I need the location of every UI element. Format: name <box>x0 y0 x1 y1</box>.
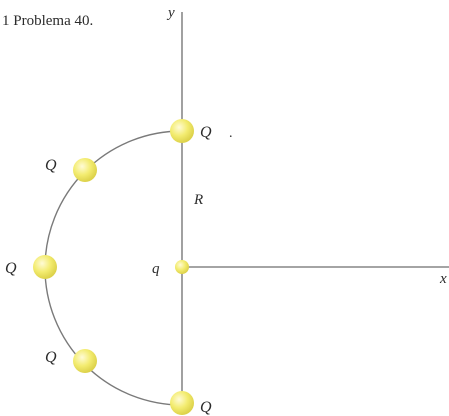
semicircle-arc <box>44 130 183 406</box>
x-axis-label: x <box>439 271 447 287</box>
center-charge <box>175 260 189 274</box>
charge-label-top: Q <box>200 124 212 141</box>
center-charge-label: q <box>152 261 160 277</box>
y-axis-label: y <box>166 5 175 21</box>
figure-caption: 1 Problema 40. <box>2 13 93 29</box>
charge-label-bottom: Q <box>200 399 212 416</box>
charge-label-left: Q <box>5 260 17 277</box>
stray-mark: . <box>229 126 233 141</box>
charge-q-top <box>170 119 194 143</box>
charge-label-lower-left: Q <box>45 349 57 366</box>
charge-q-upper-left <box>73 158 97 182</box>
charge-label-upper-left: Q <box>45 157 57 174</box>
charge-q-left <box>33 255 57 279</box>
charge-q-bottom <box>170 391 194 415</box>
radius-label: R <box>193 192 203 208</box>
charge-q-lower-left <box>73 349 97 373</box>
